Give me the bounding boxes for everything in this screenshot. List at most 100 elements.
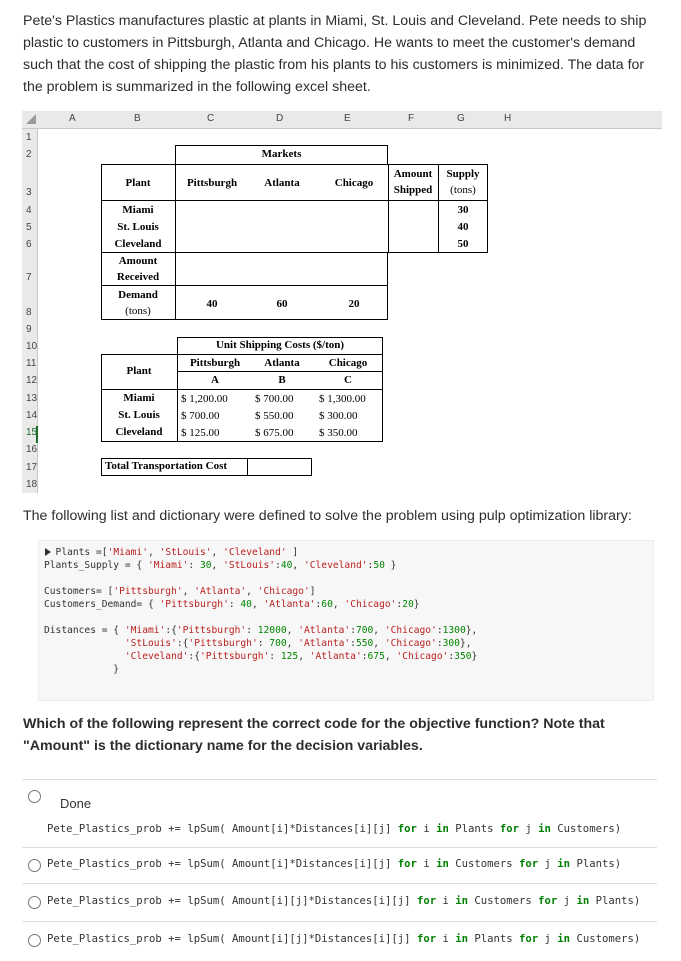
demand-line1: Demand [118, 289, 158, 301]
costs-plant-header: Plant [126, 365, 152, 377]
atlanta-header: Atlanta [264, 177, 300, 189]
grid-line [247, 458, 248, 476]
grid-line [177, 354, 178, 442]
supply-cleveland: 50 [457, 238, 469, 250]
col-header: C [207, 113, 215, 124]
answer-option-2[interactable]: Pete_Plastics_prob += lpSum( Amount[i]*D… [22, 847, 657, 883]
col-header: G [457, 113, 465, 124]
radio-button[interactable] [28, 859, 41, 872]
cost-stlouis-pittsburgh: $ 700.00 [181, 410, 220, 422]
radio-button[interactable] [28, 790, 41, 803]
row-header: 16 [26, 444, 38, 455]
costs-plant-st-louis: St. Louis [118, 409, 160, 421]
cost-cleveland-pittsburgh: $ 125.00 [181, 427, 220, 439]
total-cost-label: Total Transportation Cost [105, 460, 228, 472]
answer-code: Pete_Plastics_prob += lpSum( Amount[i]*D… [47, 823, 621, 835]
answer-option-4[interactable]: Pete_Plastics_prob += lpSum( Amount[i][j… [22, 921, 657, 961]
row-header: 14 [26, 410, 38, 421]
plant-header: Plant [125, 177, 151, 189]
row-header: 7 [26, 272, 32, 283]
grid-line [101, 200, 488, 201]
grid-line [175, 252, 176, 320]
done-button[interactable]: Done [60, 796, 92, 811]
row-header: 17 [26, 462, 38, 473]
row-header-selected: 15 [26, 427, 38, 438]
cost-miami-atlanta: $ 700.00 [255, 393, 294, 405]
question-text: Which of the following represent the cor… [23, 716, 605, 754]
col-header: F [408, 113, 415, 124]
supply-line1: Supply [446, 168, 480, 180]
row-header: 10 [26, 341, 38, 352]
grid-line [101, 389, 383, 390]
supply-st-louis: 40 [457, 221, 469, 233]
row-header: 13 [26, 393, 38, 404]
costs-plant-miami: Miami [123, 392, 155, 404]
cost-miami-pittsburgh: $ 1,200.00 [181, 393, 228, 405]
row-header: 3 [26, 187, 32, 198]
amount-shipped-line1: Amount [393, 168, 433, 180]
plant-st-louis: St. Louis [117, 221, 159, 233]
answer-4-text: Pete_Plastics_prob += lpSum( Amount[i][j… [47, 933, 641, 945]
demand-atlanta: 60 [276, 298, 288, 310]
total-cost-box [101, 458, 312, 476]
answer-1-text: Pete_Plastics_prob += lpSum( Amount[i]*D… [47, 823, 622, 835]
row-header: 8 [26, 307, 32, 318]
answer-2-text: Pete_Plastics_prob += lpSum( Amount[i]*D… [47, 858, 622, 870]
answer-option-1[interactable]: Done Pete_Plastics_prob += lpSum( Amount… [22, 779, 657, 839]
cost-stlouis-atlanta: $ 550.00 [255, 410, 294, 422]
row-header: 1 [26, 132, 32, 143]
row-header: 4 [26, 205, 32, 216]
supply-line2: (tons) [450, 184, 476, 196]
row-header: 18 [26, 479, 38, 490]
amount-received-line1: Amount [118, 255, 158, 267]
demand-grid [101, 252, 388, 320]
answer-3-text: Pete_Plastics_prob += lpSum( Amount[i][j… [47, 895, 641, 907]
plant-miami: Miami [122, 204, 154, 216]
plant-cleveland: Cleveland [114, 238, 162, 250]
cost-cleveland-atlanta: $ 675.00 [255, 427, 294, 439]
select-all-corner [26, 114, 36, 124]
unit-costs-title: Unit Shipping Costs ($/ton) [215, 339, 345, 351]
demand-pittsburgh: 40 [206, 298, 218, 310]
costs-grid [101, 354, 383, 442]
grid-line [438, 164, 439, 253]
row-header: 11 [26, 358, 37, 369]
col-header: B [134, 113, 141, 124]
row-header: 5 [26, 222, 32, 233]
grid-line [388, 164, 389, 253]
column-headers: A B C D E F G H [22, 111, 662, 129]
col-header: A [69, 113, 76, 124]
costs-plant-cleveland: Cleveland [115, 426, 163, 438]
letter-c: C [344, 374, 352, 386]
pittsburgh-header: Pittsburgh [186, 177, 238, 189]
letter-a: A [211, 374, 219, 386]
run-icon [45, 548, 51, 556]
demand-chicago: 20 [348, 298, 360, 310]
row-header: 9 [26, 324, 32, 335]
code-text: Plants =['Miami', 'StLouis', 'Cleveland'… [44, 547, 478, 675]
cost-miami-chicago: $ 1,300.00 [319, 393, 366, 405]
radio-button[interactable] [28, 934, 41, 947]
cost-cleveland-chicago: $ 350.00 [319, 427, 358, 439]
excel-sheet: A B C D E F G H 1 2 3 4 5 6 7 8 9 10 11 … [22, 111, 662, 493]
amount-shipped-line2: Shipped [393, 184, 433, 196]
answer-option-3[interactable]: Pete_Plastics_prob += lpSum( Amount[i][j… [22, 883, 657, 921]
code-block: Plants =['Miami', 'StLouis', 'Cleveland'… [38, 540, 654, 701]
row-header: 2 [26, 149, 32, 160]
col-header: D [276, 113, 284, 124]
grid-line [175, 164, 176, 253]
costs-chicago: Chicago [328, 357, 368, 369]
col-header: H [504, 113, 512, 124]
radio-button[interactable] [28, 896, 41, 909]
row-headers: 1 2 3 4 5 6 7 8 9 10 11 12 13 14 15 16 1… [22, 129, 38, 493]
row-header: 12 [26, 375, 38, 386]
costs-atlanta: Atlanta [264, 357, 300, 369]
costs-pittsburgh: Pittsburgh [189, 357, 241, 369]
col-header: E [344, 113, 351, 124]
row-selection-indicator [36, 426, 38, 443]
markets-label: Markets [261, 148, 302, 160]
problem-intro: Pete's Plastics manufactures plastic at … [23, 13, 647, 95]
letter-b: B [278, 374, 286, 386]
cost-stlouis-chicago: $ 300.00 [319, 410, 358, 422]
supply-miami: 30 [457, 204, 469, 216]
